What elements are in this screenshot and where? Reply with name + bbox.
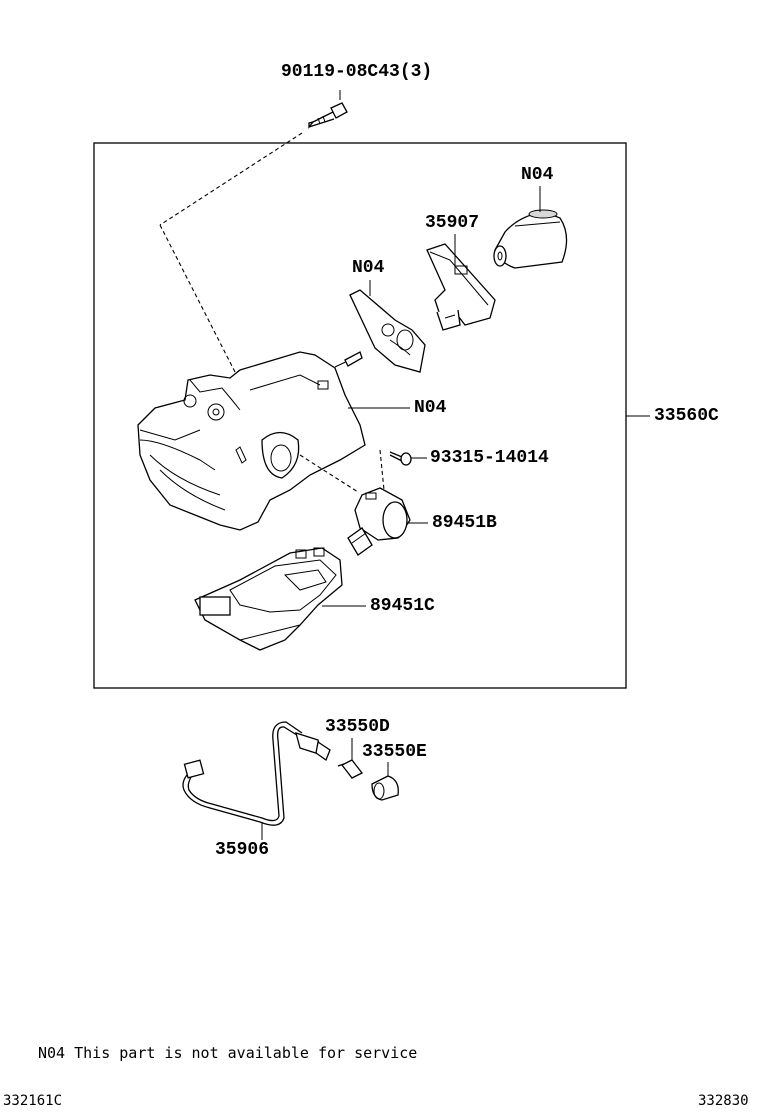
knob-drawing xyxy=(493,209,568,269)
housing-drawing xyxy=(137,351,366,531)
bolt-leader xyxy=(159,132,303,226)
code-left: 332161C xyxy=(3,1093,63,1109)
label-switch-c: 89451C xyxy=(370,596,435,616)
screw-drawing xyxy=(389,451,412,466)
label-assembly: 33560C xyxy=(654,406,719,426)
code-right: 332830 xyxy=(698,1093,749,1109)
bulb-e-drawing xyxy=(371,775,399,801)
switch-c-drawing xyxy=(194,547,343,651)
switch-b-drawing xyxy=(347,487,411,556)
bracket-drawing xyxy=(426,243,496,331)
label-bulb-d: 33550D xyxy=(325,717,390,737)
label-bulb-e: 33550E xyxy=(362,742,427,762)
label-housing-n04: N04 xyxy=(414,398,447,418)
label-bolt: 90119-08C43(3) xyxy=(281,62,433,82)
label-plate-n04: N04 xyxy=(352,258,385,278)
service-note: N04 This part is not available for servi… xyxy=(38,1044,418,1062)
wire-drawing xyxy=(182,721,331,826)
label-bracket-35907: 35907 xyxy=(425,213,480,233)
plate-drawing xyxy=(349,289,426,373)
label-wire: 35906 xyxy=(215,840,270,860)
label-knob: N04 xyxy=(521,165,554,185)
bolt-drawing xyxy=(308,102,348,129)
label-switch-b: 89451B xyxy=(432,513,497,533)
bulb-d-drawing xyxy=(337,759,363,779)
label-screw: 93315-14014 xyxy=(430,448,549,468)
